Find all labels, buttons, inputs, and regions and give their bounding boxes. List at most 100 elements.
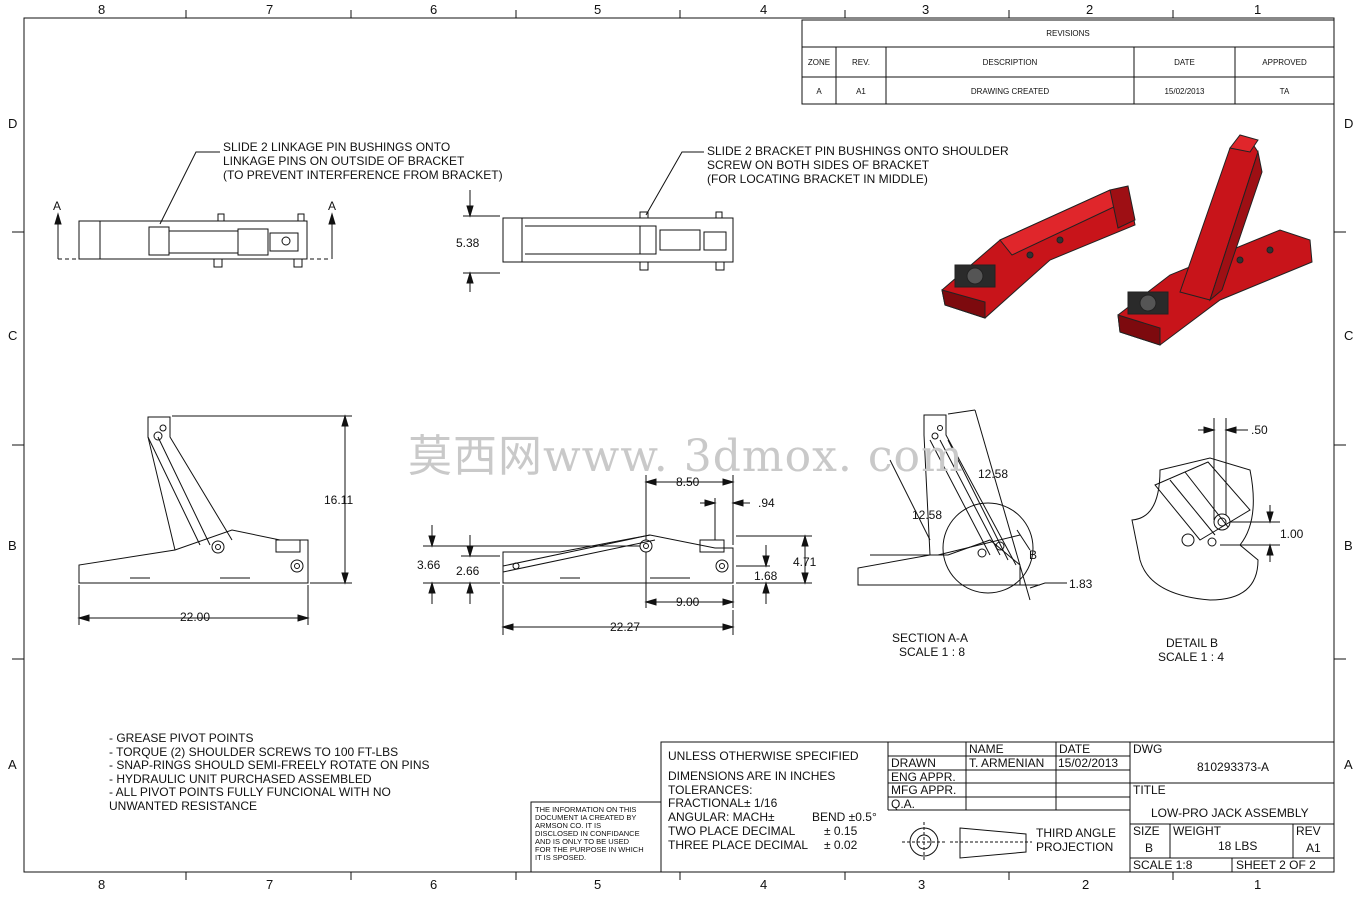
confidential-5: AND IS ONLY TO BE USED	[535, 837, 630, 846]
section-mark-a-left: A	[53, 199, 62, 213]
confidential-4: DISCLOSED IN CONFIDANCE	[535, 829, 640, 838]
zone-left-d: D	[8, 116, 18, 131]
dwg-number: 810293373-A	[1197, 760, 1270, 774]
rev-row-date: 15/02/2013	[1164, 87, 1205, 96]
rev-header-rev: REV.	[852, 58, 870, 67]
callout-linkage-2: LINKAGE PINS ON OUTSIDE OF BRACKET	[223, 154, 465, 168]
dim-12-58-a: 12.58	[978, 467, 1009, 481]
detail-mark-b: B	[1029, 548, 1038, 562]
callout-bracket-3: (FOR LOCATING BRACKET IN MIDDLE)	[707, 172, 928, 186]
tol-line-1: UNLESS OTHERWISE SPECIFIED	[668, 749, 859, 763]
general-notes: - GREASE PIVOT POINTS - TORQUE (2) SHOUL…	[109, 731, 430, 813]
weight-label: WEIGHT	[1173, 824, 1221, 838]
confidential-2: DOCUMENT IA CREATED BY	[535, 813, 637, 822]
confidential-6: FOR THE PURPOSE IN WHICH	[535, 845, 644, 854]
projection-line-1: THIRD ANGLE	[1036, 826, 1117, 840]
iso-view-closed	[941, 185, 1136, 319]
zone-bottom-7: 7	[266, 877, 274, 892]
note-6: UNWANTED RESISTANCE	[109, 798, 258, 813]
tol-line-7a: THREE PLACE DECIMAL	[668, 838, 809, 852]
rev-row-zone: A	[816, 87, 822, 96]
approvals-drawn-date: 15/02/2013	[1058, 756, 1119, 770]
top-view-left	[54, 151, 336, 268]
section-label: SECTION A-A	[892, 631, 969, 645]
confidential-7: IT IS SPOSED.	[535, 853, 587, 862]
tol-line-4: FRACTIONAL± 1/16	[668, 796, 778, 810]
zone-right-b: B	[1344, 538, 1353, 553]
zone-bottom-3: 3	[918, 877, 926, 892]
zone-top-4: 4	[760, 2, 768, 17]
tol-line-7b: ± 0.02	[824, 838, 858, 852]
dim-1-00: 1.00	[1280, 527, 1304, 541]
side-view-mid	[423, 475, 812, 635]
section-mark-a-right: A	[328, 199, 337, 213]
tol-line-5a: ANGULAR: MACH±	[668, 810, 775, 824]
note-5: - ALL PIVOT POINTS FULLY FUNCIONAL WITH …	[109, 785, 391, 799]
zone-top-3: 3	[922, 2, 930, 17]
rev-row-approved: TA	[1279, 87, 1290, 96]
zone-left-b: B	[8, 538, 17, 553]
zone-ticks	[12, 10, 1346, 880]
dim-5-38: 5.38	[456, 236, 480, 250]
dim-16-11: 16.11	[324, 493, 354, 507]
approvals-drawn-name: T. ARMENIAN	[969, 756, 1045, 770]
zone-top-1: 1	[1254, 2, 1262, 17]
rev-value: A1	[1306, 841, 1321, 855]
zone-right-c: C	[1344, 328, 1354, 343]
approvals-drawn: DRAWN	[891, 756, 936, 770]
dim-22-27: 22.27	[610, 620, 641, 634]
zone-top-8: 8	[98, 2, 106, 17]
approvals-date-header: DATE	[1059, 742, 1091, 756]
note-4: - HYDRAULIC UNIT PURCHASED ASSEMBLED	[109, 771, 372, 786]
title-block-lines	[530, 741, 1335, 873]
detail-scale: SCALE 1 : 4	[1158, 650, 1225, 664]
dim-4-71: 4.71	[793, 555, 817, 569]
tol-line-3: TOLERANCES:	[668, 783, 753, 797]
detail-b	[1131, 418, 1280, 601]
rev-row-rev: A1	[856, 87, 866, 96]
rev-header-zone: ZONE	[807, 58, 831, 67]
approvals-eng: ENG APPR.	[891, 770, 956, 784]
projection-line-2: PROJECTION	[1036, 840, 1114, 854]
zone-bottom-5: 5	[594, 877, 602, 892]
zone-bottom-8: 8	[98, 877, 106, 892]
callout-linkage-1: SLIDE 2 LINKAGE PIN BUSHINGS ONTO	[223, 140, 451, 154]
weight-value: 18 LBS	[1218, 839, 1258, 853]
side-view-left	[77, 414, 352, 625]
watermark: 莫西网www. 3dmox. com	[408, 431, 964, 482]
rev-row-description: DRAWING CREATED	[970, 87, 1050, 96]
confidential-1: THE INFORMATION ON THIS	[535, 805, 637, 814]
size-label: SIZE	[1133, 824, 1160, 838]
zone-right-d: D	[1344, 116, 1354, 131]
zone-left-a: A	[8, 757, 17, 772]
dim-2-66: 2.66	[456, 564, 480, 578]
dim-22-00: 22.00	[180, 610, 211, 624]
section-a-a	[857, 409, 1067, 601]
approvals-name-header: NAME	[969, 742, 1004, 756]
approvals-mfg: MFG APPR.	[891, 783, 957, 797]
approvals-qa: Q.A.	[891, 797, 916, 811]
drawing-title: LOW-PRO JACK ASSEMBLY	[1151, 806, 1309, 820]
dim-1-68: 1.68	[754, 569, 778, 583]
zone-bottom-4: 4	[760, 877, 768, 892]
rev-label: REV	[1296, 824, 1321, 838]
rev-header-date: DATE	[1174, 58, 1195, 67]
zone-right-a: A	[1344, 757, 1353, 772]
dim-9-00: 9.00	[676, 595, 700, 609]
tol-line-5b: BEND ±0.5°	[812, 810, 877, 824]
dim-0-50: .50	[1251, 423, 1268, 437]
callout-bracket-1: SLIDE 2 BRACKET PIN BUSHINGS ONTO SHOULD…	[707, 144, 1009, 158]
iso-view-raised	[1117, 134, 1313, 346]
section-scale: SCALE 1 : 8	[899, 645, 966, 659]
zone-top-2: 2	[1086, 2, 1094, 17]
callout-bracket-2: SCREW ON BOTH SIDES OF BRACKET	[707, 158, 930, 172]
rev-header-description: DESCRIPTION	[982, 58, 1038, 67]
top-view-mid	[463, 151, 734, 292]
dim-8-50: 8.50	[676, 475, 700, 489]
zone-bottom-1: 1	[1254, 877, 1262, 892]
tol-line-2: DIMENSIONS ARE IN INCHES	[668, 769, 836, 783]
revision-table	[801, 19, 1335, 105]
confidential-3: ARMSON CO. IT IS	[535, 821, 602, 830]
dim-1-83: 1.83	[1069, 577, 1093, 591]
revisions-title: REVISIONS	[1046, 29, 1090, 38]
